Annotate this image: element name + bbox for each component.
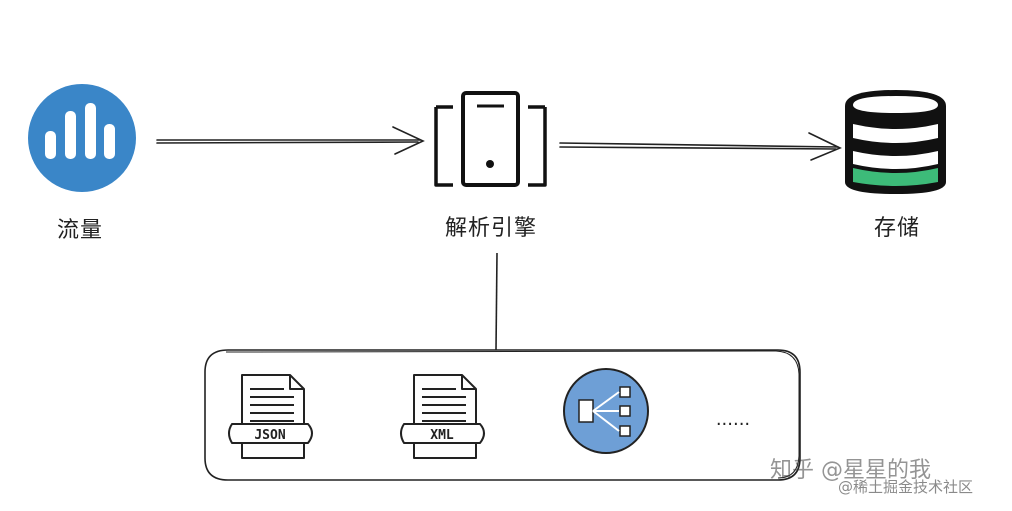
connector-line — [495, 252, 498, 351]
json-file-icon — [228, 374, 313, 459]
bar-chart-icon — [28, 84, 136, 192]
parser-label: 解析引擎 — [444, 216, 538, 241]
xml-label: XML — [430, 428, 454, 443]
watermark-juejin: @稀土掘金技术社区 — [838, 478, 974, 496]
storage-label: 存储 — [873, 216, 921, 241]
more-ellipsis: ...... — [716, 409, 750, 430]
json-label: JSON — [254, 428, 285, 443]
traffic-label: 流量 — [56, 218, 104, 243]
arrow-traffic-to-parser — [156, 126, 425, 155]
server-icon — [434, 91, 547, 187]
watermark-zhihu: 知乎 @星星的我 — [770, 458, 931, 483]
formats-container — [204, 349, 801, 481]
xml-file-icon — [400, 374, 485, 459]
arrow-parser-to-storage — [559, 132, 842, 161]
database-icon — [845, 90, 946, 194]
sitemap-icon — [563, 368, 649, 454]
